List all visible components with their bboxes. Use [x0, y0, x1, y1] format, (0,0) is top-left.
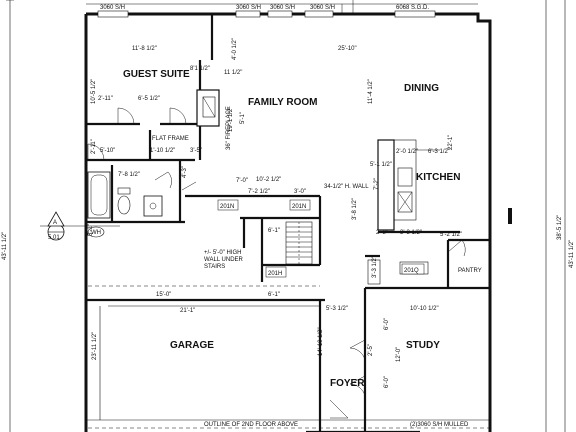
dim-d25: 22'-1" [448, 135, 454, 150]
dim-d14: 3'-5" [190, 148, 202, 154]
dim-d40: 23'-11 1/2" [92, 332, 98, 360]
interior-walls-center [185, 194, 322, 282]
right-wall-marker [508, 208, 512, 224]
bath-fixtures [87, 171, 163, 219]
tag-201n-b: 201N [292, 204, 306, 210]
dim-d42: 12'-0" [396, 347, 402, 362]
stairs [285, 221, 313, 265]
dim-d16: 4'-3" [182, 166, 188, 178]
guest-door-swings [87, 107, 197, 191]
note-outline: OUTLINE OF 2ND FLOOR ABOVE [204, 422, 298, 428]
dim-d12: 5'-10" [100, 148, 115, 154]
note-mulled: (2)3060 S/H MULLED [410, 422, 469, 428]
dim-d39: 14'-10 1/2" [318, 327, 324, 356]
room-label-guest-suite: GUEST SUITE [123, 69, 190, 80]
dim-d17: 7'-8 1/2" [118, 172, 140, 178]
dim-d24: 6'-3 1/2" [428, 149, 450, 155]
dim-d23: 2'-0 1/2" [396, 149, 418, 155]
window-label-5: 6068 S.G.D. [396, 5, 429, 11]
dim-d29: 2'-8" [376, 230, 388, 236]
dim-d28: 3'-8 1/2" [352, 198, 358, 220]
dim-d9: 11'-4 1/2" [368, 79, 374, 104]
note-flat-frame: FLAT FRAME [152, 136, 189, 142]
dim-guest-width: 11'-8 1/2" [132, 46, 157, 52]
note-low-wall-3: STAIRS [204, 264, 225, 270]
section-marker [40, 211, 120, 241]
water-heater-label: WH [91, 230, 101, 236]
dim-d37: 6'-1" [268, 292, 280, 298]
tag-201q: 201Q [404, 268, 419, 274]
dim-d19: 7'-2 1/2" [248, 189, 270, 195]
dim-d13: 1'-10 1/2" [150, 148, 175, 154]
room-label-dining: DINING [404, 83, 439, 94]
dim-d6: 2'-11" [98, 96, 113, 102]
room-label-kitchen: KITCHEN [416, 172, 460, 183]
tag-201h: 201H [268, 271, 282, 277]
dim-d5: 11 1/2" [224, 70, 242, 76]
dim-d43: 6'-0" [384, 318, 390, 330]
dim-d18: 7'-0" [236, 178, 248, 184]
dim-overall-right-outer: 43'-11 1/2" [569, 240, 575, 268]
dim-d10: 19'-1 1/2" [228, 107, 234, 132]
dim-d27: 7'-2" [374, 178, 380, 190]
section-sheet: 5.01 [48, 235, 60, 241]
window-label-1: 3060 S/H [100, 5, 125, 11]
dim-d31: 5'-2 1/2" [440, 232, 462, 238]
dim-d22: 5'-1 1/2" [370, 162, 392, 168]
dim-d21: 3'-0" [294, 189, 306, 195]
room-label-foyer: FOYER [330, 378, 365, 389]
window-label-4: 3060 S/H [310, 5, 335, 11]
window-label-2: 3060 S/H [236, 5, 261, 11]
dim-family-width: 25'-10" [338, 46, 357, 52]
dim-d44: 6'-0" [384, 376, 390, 388]
room-label-study: STUDY [406, 340, 440, 351]
fireplace [196, 89, 220, 127]
pantry-walls [365, 238, 490, 288]
tag-201n-a: 201N [220, 204, 234, 210]
note-low-wall-1: +/- 5'-0" HIGH [204, 250, 241, 256]
dim-d26: 3'-3 1/2" [372, 256, 378, 278]
dim-d47: 2'-5" [368, 344, 374, 356]
guest-suite-walls [86, 14, 214, 224]
dim-d38: 5'-3 1/2" [326, 306, 348, 312]
dim-d11: 5'-1" [240, 112, 246, 124]
dim-d7: 6'-5 1/2" [138, 96, 160, 102]
dim-d4: 8'1 1/2" [190, 66, 210, 72]
room-label-garage: GARAGE [170, 340, 214, 351]
room-label-family-room: FAMILY ROOM [248, 97, 317, 108]
room-label-pantry: PANTRY [458, 268, 482, 274]
dim-d45: 5'-1" [88, 224, 94, 236]
study-doors [329, 339, 366, 419]
note-low-wall-2: WALL UNDER [204, 257, 244, 263]
dim-d15: 2'-11" [91, 139, 97, 154]
dim-d20: 10'-2 1/2" [256, 177, 281, 183]
dim-d41: 10'-10 1/2" [410, 306, 439, 312]
note-fireplace: 36" FIREPLACE [226, 106, 232, 150]
top-windows [97, 0, 436, 18]
dim-d3: 10'-5 1/2" [91, 79, 97, 104]
dim-overall-right: 38'-5 1/2" [557, 215, 563, 240]
note-high-wall: 34-1/2" H. WALL [324, 184, 369, 190]
exterior-wall-top-right [86, 12, 492, 432]
window-label-3: 3060 S/H [270, 5, 295, 11]
section-letter: A [53, 220, 57, 226]
dim-d8: 4'-0 1/2" [232, 38, 238, 60]
dim-d36: 21'-1" [180, 308, 195, 314]
dim-d30: 3'-3 1/2" [400, 230, 422, 236]
dim-d46: 6'-1" [268, 228, 280, 234]
kitchen-island [377, 139, 460, 234]
dim-overall-left: 43'-11 1/2" [2, 232, 8, 260]
dim-d35: 15'-0" [156, 292, 171, 298]
